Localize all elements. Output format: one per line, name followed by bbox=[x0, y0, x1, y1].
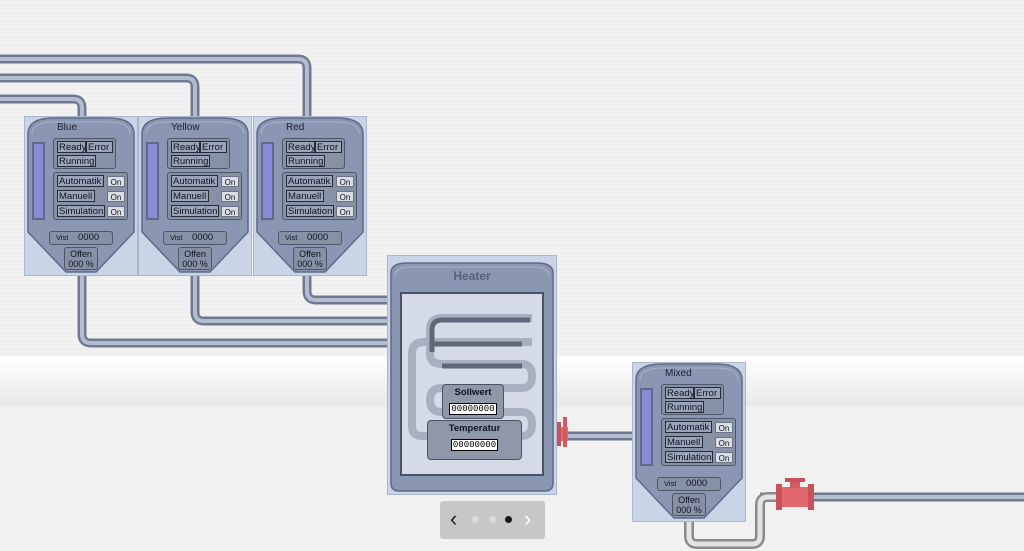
tank-level-indicator bbox=[32, 142, 45, 220]
page-navigator: ‹ › bbox=[440, 501, 545, 539]
tank-level-indicator bbox=[146, 142, 159, 220]
tank-mixed: Mixed Ready Error Running Automatik On M… bbox=[632, 362, 746, 522]
heater-title: Heater bbox=[453, 269, 491, 283]
tank-name: Red bbox=[286, 122, 305, 133]
tank-yellow: Yellow Ready Error Running Automatik On … bbox=[138, 116, 252, 276]
manuell-label: Manuell bbox=[665, 436, 703, 448]
mode-group: Automatik On Manuell On Simulation On bbox=[661, 418, 736, 466]
page-dot-1[interactable] bbox=[472, 516, 479, 523]
status-group: Ready Error Running bbox=[53, 138, 116, 169]
status-group: Ready Error Running bbox=[167, 138, 230, 169]
offen-display: Offen 000 % bbox=[178, 247, 212, 270]
heating-coil-icon bbox=[408, 314, 537, 440]
tank-level-indicator bbox=[261, 142, 274, 220]
automatik-label: Automatik bbox=[171, 175, 218, 187]
vist-display: Vist 0000 bbox=[657, 477, 721, 491]
error-indicator: Error bbox=[315, 141, 342, 153]
automatik-on-button[interactable]: On bbox=[107, 176, 125, 187]
running-indicator: Running bbox=[665, 401, 704, 413]
offen-label: Offen bbox=[70, 249, 92, 259]
manuell-label: Manuell bbox=[171, 190, 209, 202]
running-indicator: Running bbox=[171, 155, 210, 167]
error-indicator: Error bbox=[694, 387, 721, 399]
sollwert-display: Sollwert 00000000 bbox=[442, 384, 504, 419]
simulation-on-button[interactable]: On bbox=[221, 206, 239, 217]
manuell-label: Manuell bbox=[57, 190, 95, 202]
mixed-outlet-valve-icon[interactable] bbox=[776, 478, 814, 510]
page-dot-2[interactable] bbox=[489, 516, 496, 523]
automatik-label: Automatik bbox=[57, 175, 104, 187]
heater-outlet-valve-icon[interactable] bbox=[555, 417, 568, 447]
sollwert-label: Sollwert bbox=[454, 387, 492, 398]
automatik-on-button[interactable]: On bbox=[221, 176, 239, 187]
offen-display: Offen 000 % bbox=[293, 247, 327, 270]
offen-label: Offen bbox=[184, 249, 206, 259]
ready-indicator: Ready bbox=[57, 141, 86, 153]
vist-value: 0000 bbox=[78, 232, 100, 243]
manuell-label: Manuell bbox=[286, 190, 324, 202]
vist-value: 0000 bbox=[307, 232, 329, 243]
running-indicator: Running bbox=[57, 155, 96, 167]
error-indicator: Error bbox=[200, 141, 227, 153]
manuell-on-button[interactable]: On bbox=[221, 191, 239, 202]
tank-name: Mixed bbox=[665, 368, 692, 379]
vist-display: Vist 0000 bbox=[278, 231, 342, 245]
heater-unit: Heater Sollwert 00000000 Temperatur 0000… bbox=[387, 255, 557, 495]
vist-value: 0000 bbox=[192, 232, 214, 243]
simulation-on-button[interactable]: On bbox=[107, 206, 125, 217]
simulation-label: Simulation bbox=[286, 205, 334, 217]
temperatur-value: 00000000 bbox=[450, 439, 499, 451]
simulation-on-button[interactable]: On bbox=[336, 206, 354, 217]
status-group: Ready Error Running bbox=[661, 384, 724, 415]
simulation-label: Simulation bbox=[171, 205, 219, 217]
error-indicator: Error bbox=[86, 141, 113, 153]
page-dot-3[interactable] bbox=[505, 516, 512, 523]
vist-display: Vist 0000 bbox=[163, 231, 227, 245]
offen-label: Offen bbox=[678, 495, 700, 505]
simulation-on-button[interactable]: On bbox=[715, 452, 733, 463]
offen-percent: 000 % bbox=[182, 259, 208, 269]
vist-display: Vist 0000 bbox=[49, 231, 113, 245]
automatik-label: Automatik bbox=[665, 421, 712, 433]
ready-indicator: Ready bbox=[665, 387, 694, 399]
vist-label: Vist bbox=[285, 233, 298, 242]
mode-group: Automatik On Manuell On Simulation On bbox=[167, 172, 242, 220]
automatik-on-button[interactable]: On bbox=[336, 176, 354, 187]
next-page-button[interactable]: › bbox=[524, 506, 532, 531]
vist-label: Vist bbox=[56, 233, 69, 242]
offen-label: Offen bbox=[299, 249, 321, 259]
status-group: Ready Error Running bbox=[282, 138, 345, 169]
offen-percent: 000 % bbox=[68, 259, 94, 269]
ready-indicator: Ready bbox=[286, 141, 315, 153]
offen-percent: 000 % bbox=[297, 259, 323, 269]
simulation-label: Simulation bbox=[665, 451, 713, 463]
offen-display: Offen 000 % bbox=[64, 247, 98, 270]
running-indicator: Running bbox=[286, 155, 325, 167]
automatik-label: Automatik bbox=[286, 175, 333, 187]
tank-blue: Blue Ready Error Running Automatik On Ma… bbox=[24, 116, 138, 276]
vist-value: 0000 bbox=[686, 478, 708, 489]
manuell-on-button[interactable]: On bbox=[107, 191, 125, 202]
manuell-on-button[interactable]: On bbox=[715, 437, 733, 448]
ready-indicator: Ready bbox=[171, 141, 200, 153]
prev-page-button[interactable]: ‹ bbox=[450, 506, 458, 531]
heater-screen: Sollwert 00000000 Temperatur 00000000 bbox=[400, 292, 544, 476]
tank-name: Blue bbox=[57, 122, 78, 133]
temperatur-display: Temperatur 00000000 bbox=[427, 420, 522, 460]
sollwert-input[interactable]: 00000000 bbox=[449, 403, 497, 415]
tank-name: Yellow bbox=[171, 122, 200, 133]
tank-red: Red Ready Error Running Automatik On Man… bbox=[253, 116, 367, 276]
simulation-label: Simulation bbox=[57, 205, 105, 217]
mode-group: Automatik On Manuell On Simulation On bbox=[282, 172, 357, 220]
tank-level-indicator bbox=[640, 388, 653, 466]
manuell-on-button[interactable]: On bbox=[336, 191, 354, 202]
temperatur-label: Temperatur bbox=[448, 423, 501, 434]
mode-group: Automatik On Manuell On Simulation On bbox=[53, 172, 128, 220]
vist-label: Vist bbox=[664, 479, 677, 488]
offen-percent: 000 % bbox=[676, 505, 702, 515]
automatik-on-button[interactable]: On bbox=[715, 422, 733, 433]
vist-label: Vist bbox=[170, 233, 183, 242]
offen-display: Offen 000 % bbox=[672, 493, 706, 516]
